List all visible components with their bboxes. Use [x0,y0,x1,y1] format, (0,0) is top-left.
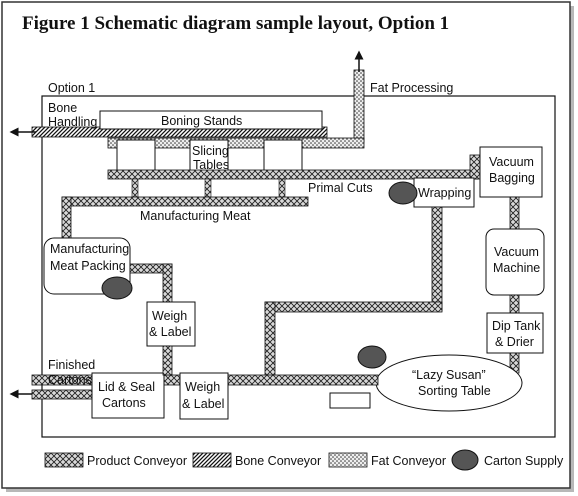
fat-processing-label: Fat Processing [370,81,453,95]
lid-seal-box [91,372,165,419]
legend-label-carton: Carton Supply [484,454,564,468]
slicing-table-block [189,139,229,174]
lid-seal-label: Lid & Seal [98,380,155,394]
finished-cartons-label: Finished [48,358,95,372]
primal-cuts-label: Primal Cuts [308,181,373,195]
primal-cuts-conveyor-right [469,154,481,180]
weigh-label-1-label: Weigh [152,309,187,323]
small-rect [329,392,371,409]
legend-swatch-product [44,452,84,468]
finished-conveyor-exit [31,389,95,400]
carton-supply-mfg [101,276,133,300]
boning-stands-label: Boning Stands [161,114,242,128]
carton-supply-wrapping [388,181,418,205]
bone-handling-label: Bone [48,101,77,115]
dip-tank-label: & Drier [495,335,534,349]
slicing-table-block [263,139,303,174]
figure-title: Figure 1 Schematic diagram sample layout… [22,13,449,34]
legend-label-product: Product Conveyor [87,454,187,468]
mfg-meat-packing-label: Meat Packing [50,259,126,273]
mfg-meat-packing-label: Manufacturing [50,242,129,256]
vacuum-bagging-box [479,146,543,198]
slicing-tables-label: Tables [193,158,229,172]
lazy-susan-label: “Lazy Susan” [412,368,486,382]
carton-supply-lazy-susan [357,345,387,369]
weigh-label-1-label: & Label [149,325,191,339]
manufacturing-meat-conveyor [61,196,309,207]
weigh-label-box-2 [179,372,229,420]
wrapping-box [413,177,475,208]
plant-outline [41,95,556,438]
legend-label-fat: Fat Conveyor [371,454,446,468]
chute [278,178,286,198]
bone-handling-label: Handling [48,115,97,129]
weigh-label-2-label: & Label [182,397,224,411]
wrapping-label: Wrapping [418,186,471,200]
weigh-label-box-1 [146,301,196,347]
legend-label-bone: Bone Conveyor [235,454,321,468]
option-label: Option 1 [48,81,95,95]
fat-conveyor-vertical [353,69,365,143]
slicing-tables-label: Slicing [192,144,229,158]
lid-seal-label: Cartons [102,396,146,410]
wrapping-conveyor-down [431,206,443,312]
vacuum-bagging-label: Bagging [489,171,535,185]
product-conveyor-right-1 [509,196,520,230]
legend-swatch-carton [451,449,479,471]
lazy-susan-table [375,354,523,412]
dip-tank-label: Dip Tank [492,319,541,333]
legend: Product Conveyor Bone Conveyor Fat Conve… [44,449,564,471]
vacuum-machine-label: Vacuum [494,245,539,259]
manufacturing-meat-conveyor-down [61,196,72,240]
dip-tank-box [486,312,544,354]
packing-conveyor-down [162,263,173,303]
vacuum-machine-label: Machine [493,261,540,275]
vacuum-bagging-label: Vacuum [489,155,534,169]
product-conveyor-right-2 [509,294,520,314]
fat-conveyor-horizontal [107,137,365,149]
weigh-conveyor-down [162,345,173,376]
lazy-susan-label: Sorting Table [418,384,491,398]
chute [204,178,212,198]
boning-stands [99,110,323,130]
slicing-table-block [116,139,156,174]
wrapping-conveyor-left [264,301,443,313]
legend-swatch-fat [328,452,368,468]
weigh-label-2-label: Weigh [185,380,220,394]
wrapping-conveyor-down-2 [264,301,276,383]
chute [131,178,139,198]
finished-cartons-label: Cartons [48,373,92,387]
manufacturing-meat-label: Manufacturing Meat [140,209,251,223]
legend-swatch-bone [192,452,232,468]
